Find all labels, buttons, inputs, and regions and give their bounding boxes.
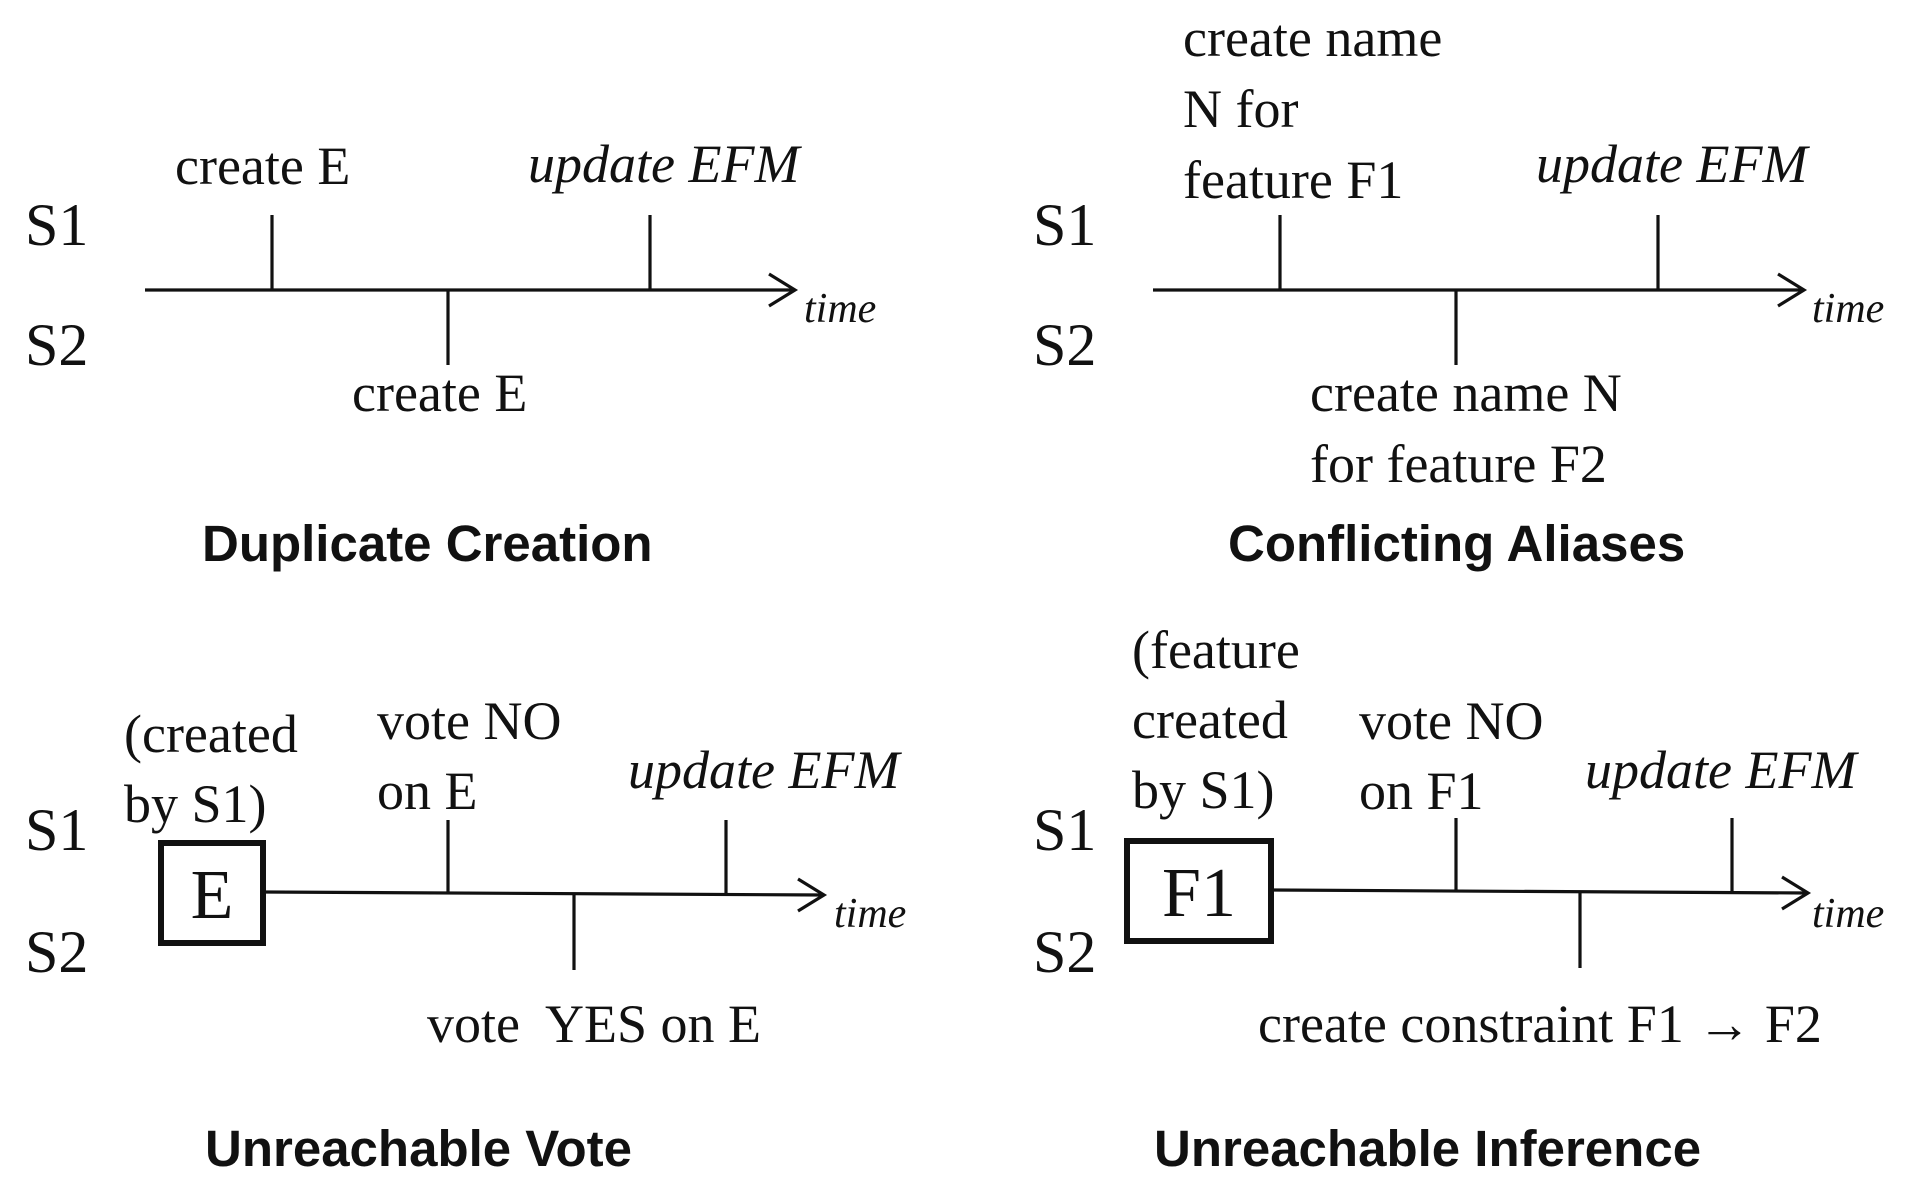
time-axis-arrowhead bbox=[797, 877, 828, 913]
entity-box-label: E bbox=[191, 857, 234, 934]
panel-caption: Unreachable Vote bbox=[205, 1120, 632, 1177]
s1-event-label-line-2: on F1 bbox=[1359, 761, 1484, 821]
entity-box bbox=[158, 840, 266, 946]
box-note-line-1: (feature bbox=[1132, 620, 1300, 680]
entity-box bbox=[1124, 838, 1274, 944]
panel-duplicate-creation: S1 S2 time create E update EFM create E … bbox=[25, 134, 876, 572]
server-label-s1: S1 bbox=[1033, 797, 1096, 863]
time-axis-label: time bbox=[804, 286, 876, 332]
server-label-s1: S1 bbox=[25, 192, 88, 258]
box-note-line-3: by S1) bbox=[1132, 760, 1275, 820]
panel-caption: Unreachable Inference bbox=[1154, 1120, 1701, 1177]
s1-event-label-line-1: vote NO bbox=[377, 691, 561, 751]
panel-conflicting-aliases: S1 S2 time create name N for feature F1 … bbox=[1033, 8, 1884, 572]
panel-caption: Conflicting Aliases bbox=[1228, 515, 1685, 572]
time-axis-label: time bbox=[834, 891, 906, 937]
server-label-s1: S1 bbox=[1033, 192, 1096, 258]
panel-unreachable-vote: S1 S2 (created by S1) time E vote NO on … bbox=[25, 691, 906, 1177]
server-label-s2: S2 bbox=[1033, 919, 1096, 985]
time-axis-arrowhead bbox=[768, 272, 799, 308]
s1-event-label-line-2: on E bbox=[377, 761, 478, 821]
box-note-line-2: created bbox=[1132, 690, 1288, 750]
s2-event-label: vote YES on E bbox=[427, 994, 761, 1054]
server-label-s2: S2 bbox=[1033, 312, 1096, 378]
box-note-line-1: (created bbox=[124, 704, 298, 764]
time-axis-arrowhead bbox=[1781, 875, 1812, 911]
server-label-s2: S2 bbox=[25, 919, 88, 985]
time-axis bbox=[263, 890, 825, 897]
s1-update-label: update EFM bbox=[628, 740, 902, 800]
s1-update-label: update EFM bbox=[1536, 134, 1810, 194]
box-note-line-2: by S1) bbox=[124, 774, 267, 834]
server-label-s1: S1 bbox=[25, 797, 88, 863]
time-axis bbox=[1271, 888, 1809, 895]
s1-event-label: create E bbox=[175, 136, 350, 196]
time-axis-label: time bbox=[1812, 286, 1884, 332]
s1-event-label-line-3: feature F1 bbox=[1183, 150, 1403, 210]
s2-event-label: create constraint F1 → F2 bbox=[1258, 994, 1822, 1054]
time-axis-arrowhead bbox=[1777, 272, 1808, 308]
s1-event-label-line-2: N for bbox=[1183, 79, 1298, 139]
panel-unreachable-inference: S1 S2 (feature created by S1) time F1 vo… bbox=[1033, 620, 1884, 1177]
s1-update-label: update EFM bbox=[1585, 740, 1859, 800]
entity-box-label: F1 bbox=[1162, 855, 1236, 932]
s2-event-label-line-1: create name N bbox=[1310, 363, 1622, 423]
s2-event-label-line-2: for feature F2 bbox=[1310, 434, 1607, 494]
time-axis-label: time bbox=[1812, 891, 1884, 937]
panel-caption: Duplicate Creation bbox=[202, 515, 653, 572]
s1-update-label: update EFM bbox=[528, 134, 802, 194]
server-label-s2: S2 bbox=[25, 312, 88, 378]
s2-event-label: create E bbox=[352, 363, 527, 423]
s1-event-label-line-1: vote NO bbox=[1359, 691, 1543, 751]
s1-event-label-line-1: create name bbox=[1183, 8, 1442, 68]
